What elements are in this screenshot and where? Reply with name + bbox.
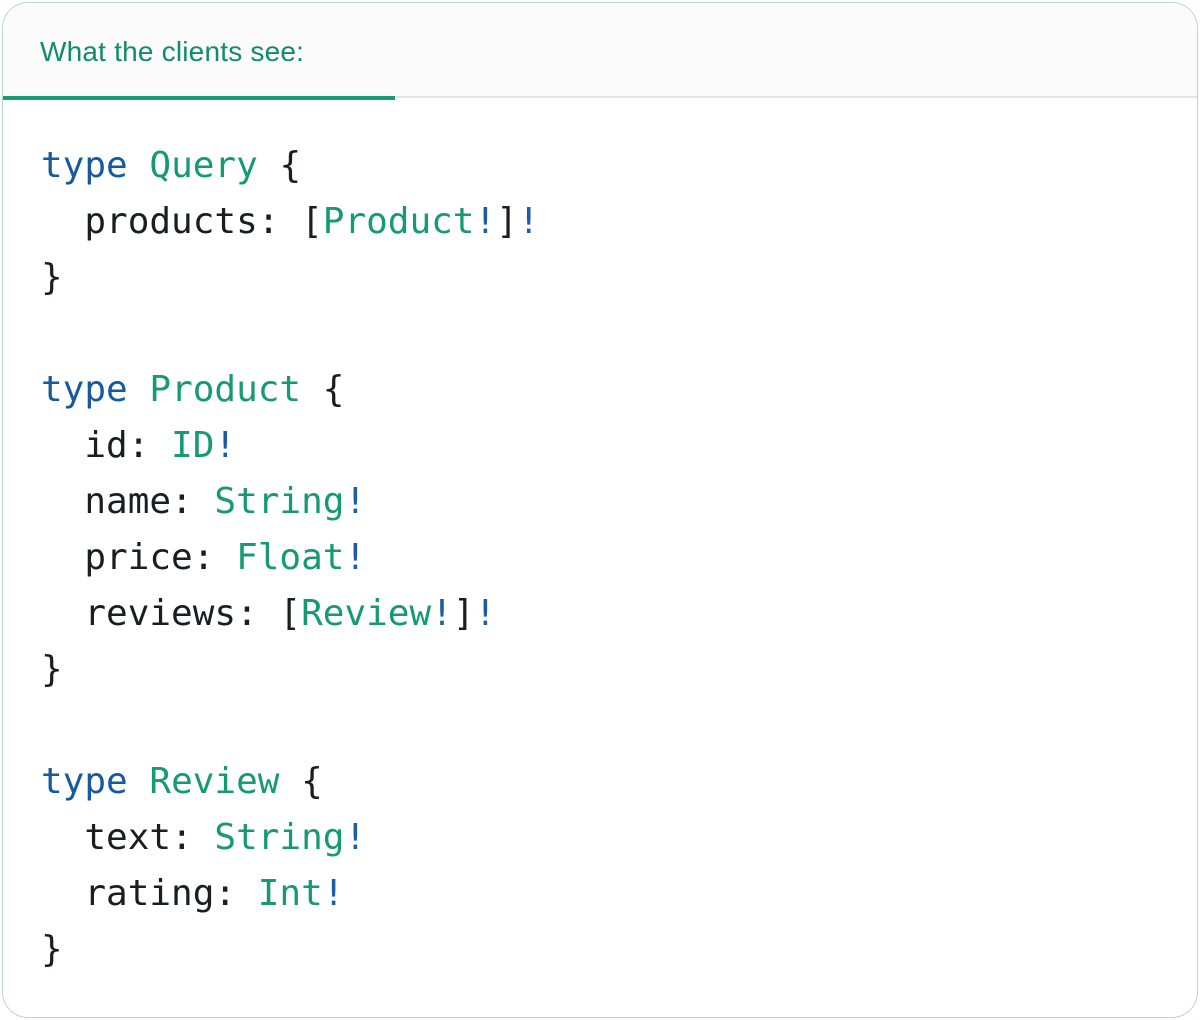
code-token: text: <box>41 817 215 858</box>
code-token: ! <box>344 481 367 522</box>
code-token: ] <box>452 593 475 634</box>
code-line: rating: Int! <box>41 866 1159 922</box>
code-token <box>128 761 150 802</box>
code-token: ! <box>322 873 345 914</box>
code-token: ] <box>496 201 518 242</box>
code-line: type Review { <box>41 754 1159 810</box>
code-token: Product <box>322 201 475 242</box>
code-token: ! <box>474 201 497 242</box>
code-token: { <box>301 369 345 410</box>
code-token: ! <box>431 593 453 634</box>
code-line: name: String! <box>41 474 1159 530</box>
code-token: name: <box>41 481 215 522</box>
code-line: text: String! <box>41 810 1159 866</box>
code-token: Product <box>149 369 302 410</box>
code-token <box>128 145 150 186</box>
code-line <box>41 306 1159 362</box>
code-token: ! <box>344 537 367 578</box>
code-line: price: Float! <box>41 530 1159 586</box>
code-token: Query <box>149 145 258 186</box>
code-line: } <box>41 642 1159 698</box>
code-token: { <box>257 145 302 186</box>
code-token: ! <box>517 201 540 242</box>
code-token: String <box>214 481 345 522</box>
code-block: type Query { products: [Product!]!} type… <box>3 98 1197 1017</box>
code-line: } <box>41 250 1159 306</box>
code-line: id: ID! <box>41 418 1159 474</box>
code-token: } <box>41 929 63 970</box>
code-token: } <box>41 649 63 690</box>
code-token: Review <box>149 761 280 802</box>
code-token: reviews: [ <box>41 593 302 634</box>
tab-what-clients-see[interactable]: What the clients see: <box>3 3 395 100</box>
code-token: Review <box>301 593 432 634</box>
code-line: reviews: [Review!]! <box>41 586 1159 642</box>
code-token: type <box>41 761 128 802</box>
code-token: price: <box>41 537 237 578</box>
code-token: ! <box>214 425 237 466</box>
code-token: { <box>279 761 323 802</box>
code-line: } <box>41 922 1159 978</box>
code-token: ! <box>344 817 367 858</box>
code-token: Float <box>236 537 345 578</box>
code-token: type <box>41 145 128 186</box>
code-line: type Query { <box>41 138 1159 194</box>
code-token: Int <box>257 873 323 914</box>
card-header: What the clients see: <box>3 3 1197 100</box>
code-token: ! <box>474 593 497 634</box>
code-token: ID <box>171 425 215 466</box>
code-token: rating: <box>41 873 258 914</box>
code-line <box>41 698 1159 754</box>
code-token: products: [ <box>41 201 323 242</box>
code-line: products: [Product!]! <box>41 194 1159 250</box>
code-token: id: <box>41 425 172 466</box>
code-token <box>128 369 150 410</box>
code-token: } <box>41 257 63 298</box>
code-token: type <box>41 369 128 410</box>
code-line: type Product { <box>41 362 1159 418</box>
code-token: String <box>214 817 345 858</box>
tab-label: What the clients see: <box>40 35 305 67</box>
